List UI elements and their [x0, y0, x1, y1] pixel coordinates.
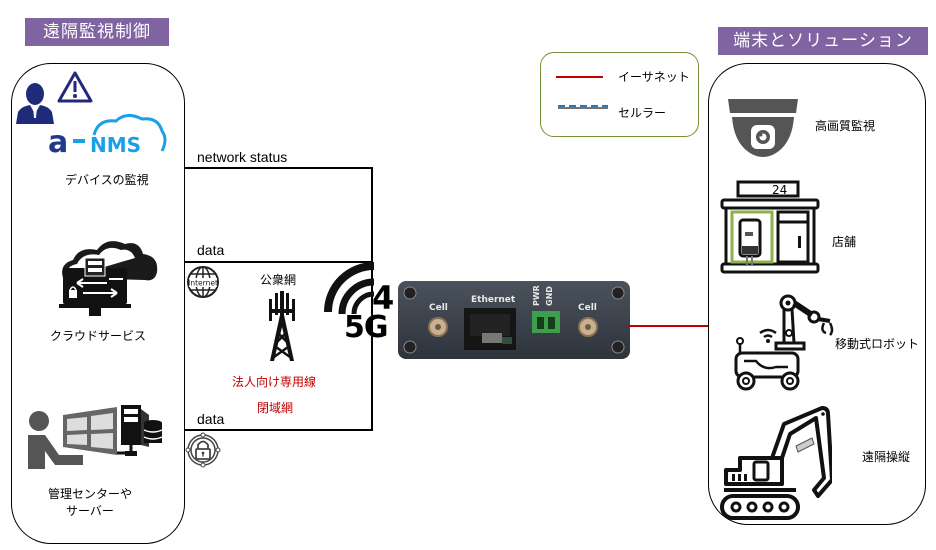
security-camera-icon [726, 97, 800, 161]
data-label-top: data [197, 242, 225, 258]
operator-person-icon [14, 82, 56, 124]
svg-text:Internet: Internet [188, 279, 218, 288]
internet-globe-icon: Internet [186, 265, 220, 299]
cloud-service-icon [57, 238, 161, 318]
router-port-cell-right: Cell [578, 303, 597, 313]
legend-cellular-swatch [558, 104, 608, 110]
svg-text:a: a [48, 125, 68, 157]
router-port-pwr: PWR [532, 285, 541, 306]
network-vertical-line-top [371, 167, 373, 261]
network-status-line [185, 167, 372, 169]
excavator-icon [720, 404, 832, 522]
cellular-signal-icon [322, 262, 402, 346]
right-panel-title: 端末とソリューション [718, 27, 928, 55]
management-center-label-line1: 管理センターや [47, 487, 132, 501]
svg-text:NMS: NMS [90, 133, 141, 157]
legend-ethernet-label: イーサネット [618, 70, 690, 84]
badge-5g: 5G [344, 310, 388, 345]
store-icon [720, 180, 820, 274]
left-panel-title: 遠隔監視制御 [25, 18, 169, 46]
network-vertical-line-bottom [371, 261, 373, 431]
management-center-label: 管理センターや サーバー [30, 485, 150, 519]
warning-icon [56, 70, 94, 104]
mobile-robot-icon [726, 293, 834, 393]
legend-cellular-label: セルラー [618, 106, 667, 120]
router-port-gnd: GND [545, 286, 554, 306]
remote-operation-label: 遠隔操縦 [862, 450, 911, 464]
public-network-label: 公衆網 [260, 273, 297, 287]
management-center-icon [25, 403, 165, 473]
secure-lock-icon [185, 432, 221, 468]
network-status-label: network status [197, 149, 288, 165]
device-monitoring-label: デバイスの監視 [65, 173, 149, 187]
management-center-label-line2: サーバー [66, 504, 114, 518]
cell-tower-icon [266, 291, 298, 363]
data-line-bottom [185, 429, 373, 431]
store-sign-24: 24 [772, 183, 788, 197]
cloud-service-label: クラウドサービス [50, 329, 147, 343]
closed-network-label: 閉域網 [257, 401, 294, 415]
mobile-robot-label: 移動式ロボット [835, 337, 920, 351]
data-line-top [185, 261, 373, 263]
corporate-line-label: 法人向け専用線 [232, 375, 317, 389]
legend-box [540, 52, 699, 137]
badge-4g: 4 [372, 279, 395, 317]
store-label: 店舗 [832, 235, 857, 249]
nms-logo: a NMS [46, 113, 171, 157]
router-device [398, 281, 630, 359]
router-port-ethernet: Ethernet [471, 295, 516, 305]
hd-monitoring-label: 高画質監視 [815, 119, 876, 133]
data-label-bottom: data [197, 411, 225, 427]
ethernet-link-line [628, 325, 708, 327]
legend-ethernet-swatch [556, 76, 603, 78]
router-port-cell-left: Cell [429, 303, 448, 313]
